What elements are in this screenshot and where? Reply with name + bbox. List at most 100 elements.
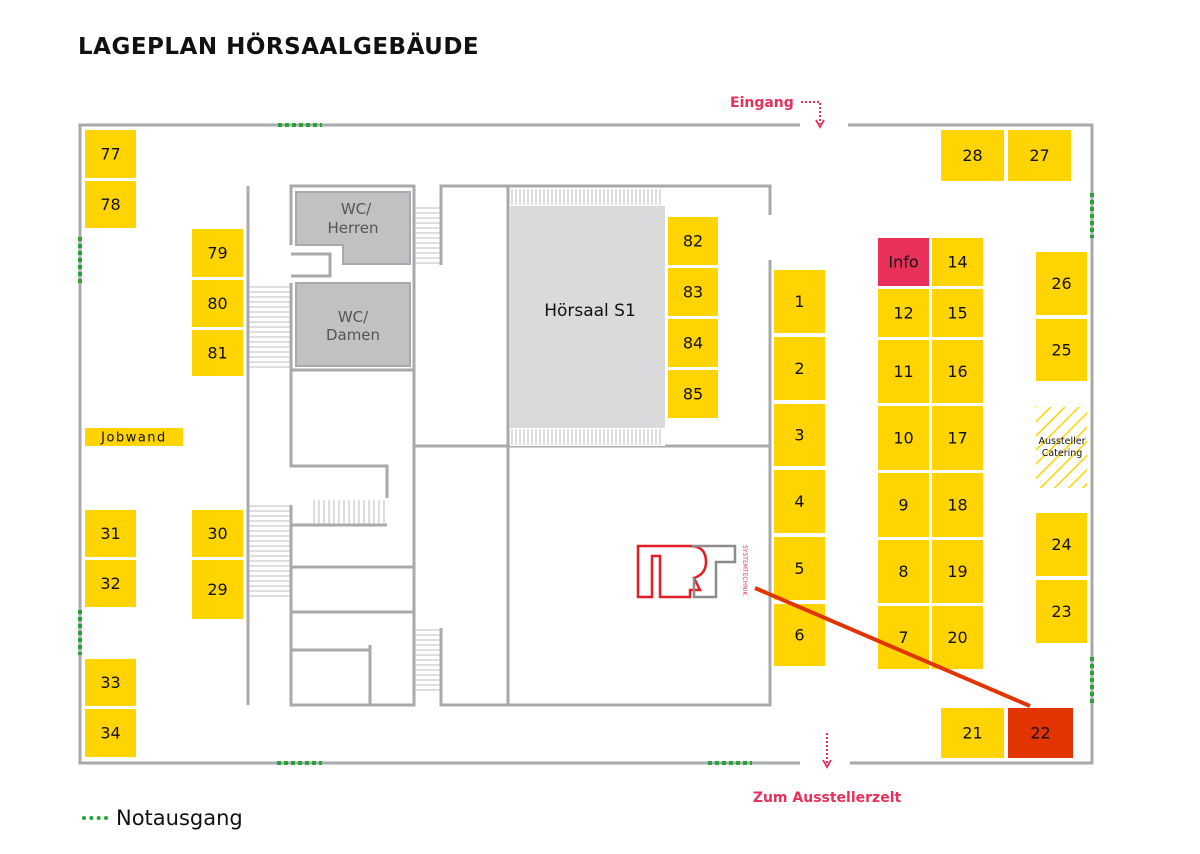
booth-area xyxy=(932,606,983,669)
booth-area xyxy=(774,270,825,333)
booth-16[interactable]: 16 xyxy=(932,340,983,403)
exhibitor-catering[interactable]: Aussteller Catering xyxy=(1036,407,1087,488)
booth-label: 80 xyxy=(207,294,227,313)
booth-area xyxy=(878,406,929,470)
booth-15[interactable]: 15 xyxy=(932,289,983,337)
booth-12[interactable]: 12 xyxy=(878,289,929,337)
booth-20[interactable]: 20 xyxy=(932,606,983,669)
legend: Notausgang xyxy=(82,806,243,830)
booth-label: 27 xyxy=(1029,146,1049,165)
booth-area xyxy=(1036,580,1087,643)
booth-31[interactable]: 31 xyxy=(85,510,136,557)
booth-11[interactable]: 11 xyxy=(878,340,929,403)
booth-28[interactable]: 28 xyxy=(941,130,1004,181)
lecture-hall-s1[interactable]: Hörsaal S1 xyxy=(510,188,665,446)
booth-area xyxy=(878,473,929,537)
booth-label: 1 xyxy=(794,292,804,311)
booth-82[interactable]: 82 xyxy=(668,217,718,265)
logo-subtext: SYSTEMTECHNIK xyxy=(741,545,748,596)
booth-area xyxy=(85,510,136,557)
booth-14[interactable]: 14 xyxy=(932,238,983,286)
booth-4[interactable]: 4 xyxy=(774,470,825,533)
booth-label: 22 xyxy=(1030,724,1050,743)
booth-area xyxy=(85,181,136,228)
booth-80[interactable]: 80 xyxy=(192,280,243,327)
booth-17[interactable]: 17 xyxy=(932,406,983,470)
booth-8[interactable]: 8 xyxy=(878,540,929,603)
booth-label: 19 xyxy=(947,562,967,581)
booth-21[interactable]: 21 xyxy=(941,708,1004,758)
booth-79[interactable]: 79 xyxy=(192,229,243,277)
booth-84[interactable]: 84 xyxy=(668,319,718,367)
emergency-exits xyxy=(78,123,1094,765)
booth-27[interactable]: 27 xyxy=(1008,130,1071,181)
jobwand-label: Jobwand xyxy=(100,431,167,446)
booth-85[interactable]: 85 xyxy=(668,370,718,418)
wc-men-label: WC/ xyxy=(341,200,372,218)
booth-area xyxy=(668,217,718,265)
wc-herren: WC/ Herren xyxy=(291,191,411,270)
booth-label: 14 xyxy=(947,253,967,272)
booth-19[interactable]: 19 xyxy=(932,540,983,603)
inner-walls xyxy=(246,184,772,707)
booth-area xyxy=(774,537,825,600)
booth-area xyxy=(192,510,243,557)
booth-label: 23 xyxy=(1051,602,1071,621)
booth-area xyxy=(1036,319,1087,381)
arrow-down-icon xyxy=(815,119,825,129)
booth-label: 82 xyxy=(683,232,703,251)
booth-3[interactable]: 3 xyxy=(774,404,825,466)
booth-77[interactable]: 77 xyxy=(85,130,136,178)
booth-label: 26 xyxy=(1051,274,1071,293)
booth-9[interactable]: 9 xyxy=(878,473,929,537)
tent-exit-marker[interactable]: Zum Ausstellerzelt xyxy=(753,733,902,806)
booth-label: 83 xyxy=(683,283,703,302)
booth-area xyxy=(668,319,718,367)
entrance-label: Eingang xyxy=(730,95,794,111)
booth-area xyxy=(878,340,929,403)
booth-34[interactable]: 34 xyxy=(85,709,136,757)
booth-5[interactable]: 5 xyxy=(774,537,825,600)
booth-24[interactable]: 24 xyxy=(1036,513,1087,576)
booth-area xyxy=(85,560,136,607)
booth-label: 25 xyxy=(1051,341,1071,360)
booth-label: 2 xyxy=(794,359,804,378)
booth-78[interactable]: 78 xyxy=(85,181,136,228)
booth-83[interactable]: 83 xyxy=(668,268,718,316)
booth-label: 85 xyxy=(683,385,703,404)
booth-label: 10 xyxy=(893,429,913,448)
arrow-down-icon xyxy=(822,759,832,769)
rt-systemtechnik-logo: SYSTEMTECHNIK xyxy=(636,544,748,599)
pointer-line xyxy=(754,586,1031,708)
booth-23[interactable]: 23 xyxy=(1036,580,1087,643)
booth-area xyxy=(1036,513,1087,576)
booth-label: 6 xyxy=(794,626,804,645)
booth-18[interactable]: 18 xyxy=(932,473,983,537)
booth-label: 29 xyxy=(207,580,227,599)
page-title: LAGEPLAN HÖRSAALGEBÄUDE xyxy=(78,34,480,60)
booth-label: 33 xyxy=(100,673,120,692)
booth-area xyxy=(668,370,718,418)
booth-area xyxy=(878,289,929,337)
booth-32[interactable]: 32 xyxy=(85,560,136,607)
booth-label: 84 xyxy=(683,334,703,353)
booth-29[interactable]: 29 xyxy=(192,560,243,619)
booth-33[interactable]: 33 xyxy=(85,659,136,706)
booth-2[interactable]: 2 xyxy=(774,337,825,400)
booth-1[interactable]: 1 xyxy=(774,270,825,333)
booth-10[interactable]: 10 xyxy=(878,406,929,470)
booth-81[interactable]: 81 xyxy=(192,330,243,376)
outer-walls xyxy=(78,123,1094,765)
booth-area xyxy=(192,560,243,619)
booth-22[interactable]: 22 xyxy=(1008,708,1073,758)
entrance-marker[interactable]: Eingang xyxy=(730,95,825,129)
info-booth[interactable]: Info xyxy=(878,238,929,286)
jobwand[interactable]: Jobwand xyxy=(85,428,183,446)
booth-area xyxy=(932,238,983,286)
booth-30[interactable]: 30 xyxy=(192,510,243,557)
booth-25[interactable]: 25 xyxy=(1036,319,1087,381)
booth-26[interactable]: 26 xyxy=(1036,252,1087,315)
booth-label: 9 xyxy=(898,496,908,515)
booth-area xyxy=(192,280,243,327)
catering-label: Aussteller xyxy=(1038,436,1085,447)
